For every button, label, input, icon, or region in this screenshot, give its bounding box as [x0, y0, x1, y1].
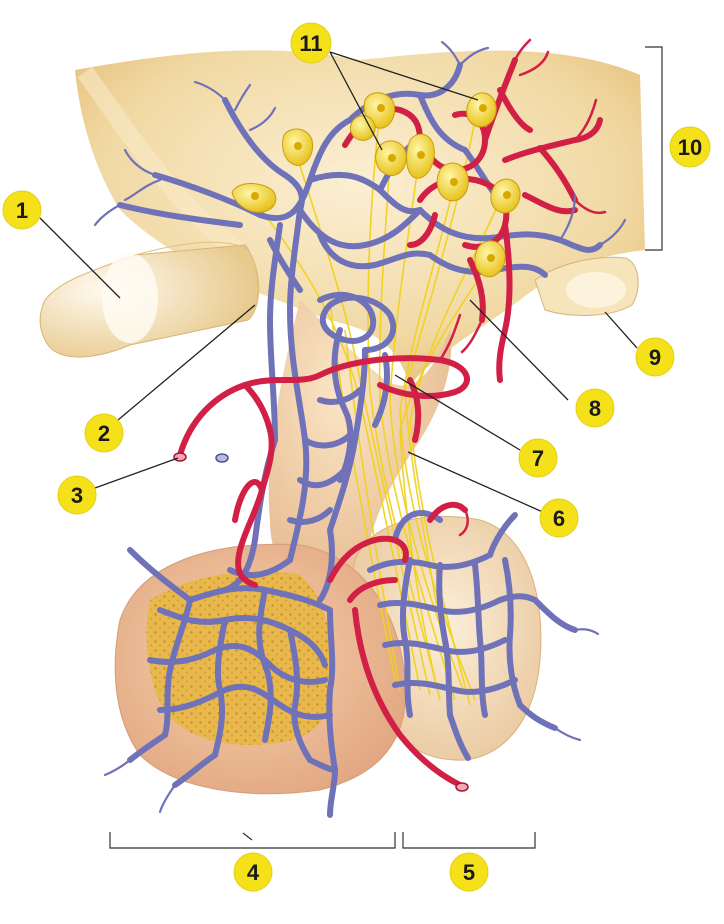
brackets — [109, 46, 663, 849]
anterior-lobe — [114, 543, 407, 795]
venule-branches — [93, 40, 627, 814]
svg-text:11: 11 — [299, 31, 322, 56]
mammillary-body — [534, 256, 639, 316]
label-7: 7 — [518, 438, 558, 478]
svg-text:4: 4 — [247, 860, 260, 885]
optic-chiasm — [39, 241, 260, 358]
svg-text:10: 10 — [678, 135, 702, 160]
label-2: 2 — [84, 413, 124, 453]
label-9: 9 — [635, 337, 675, 377]
label-4: 4 — [233, 852, 273, 892]
portal-veins — [117, 62, 603, 818]
label-3: 3 — [57, 475, 97, 515]
neuron-nuclei — [251, 104, 511, 262]
svg-text:9: 9 — [649, 345, 661, 370]
label-8: 8 — [575, 388, 615, 428]
vessel-cut-ends — [173, 452, 469, 792]
label-5: 5 — [449, 852, 489, 892]
svg-text:5: 5 — [463, 860, 475, 885]
label-6: 6 — [539, 498, 579, 538]
svg-text:2: 2 — [98, 421, 110, 446]
svg-text:1: 1 — [16, 198, 28, 223]
leader-lines — [39, 51, 638, 514]
label-1: 1 — [2, 190, 42, 230]
label-10: 10 — [669, 126, 711, 168]
svg-text:6: 6 — [553, 506, 565, 531]
svg-text:7: 7 — [532, 446, 544, 471]
label-11: 11 — [290, 22, 332, 64]
svg-text:8: 8 — [589, 396, 601, 421]
arteriole-branches — [438, 38, 607, 537]
svg-text:3: 3 — [71, 483, 83, 508]
